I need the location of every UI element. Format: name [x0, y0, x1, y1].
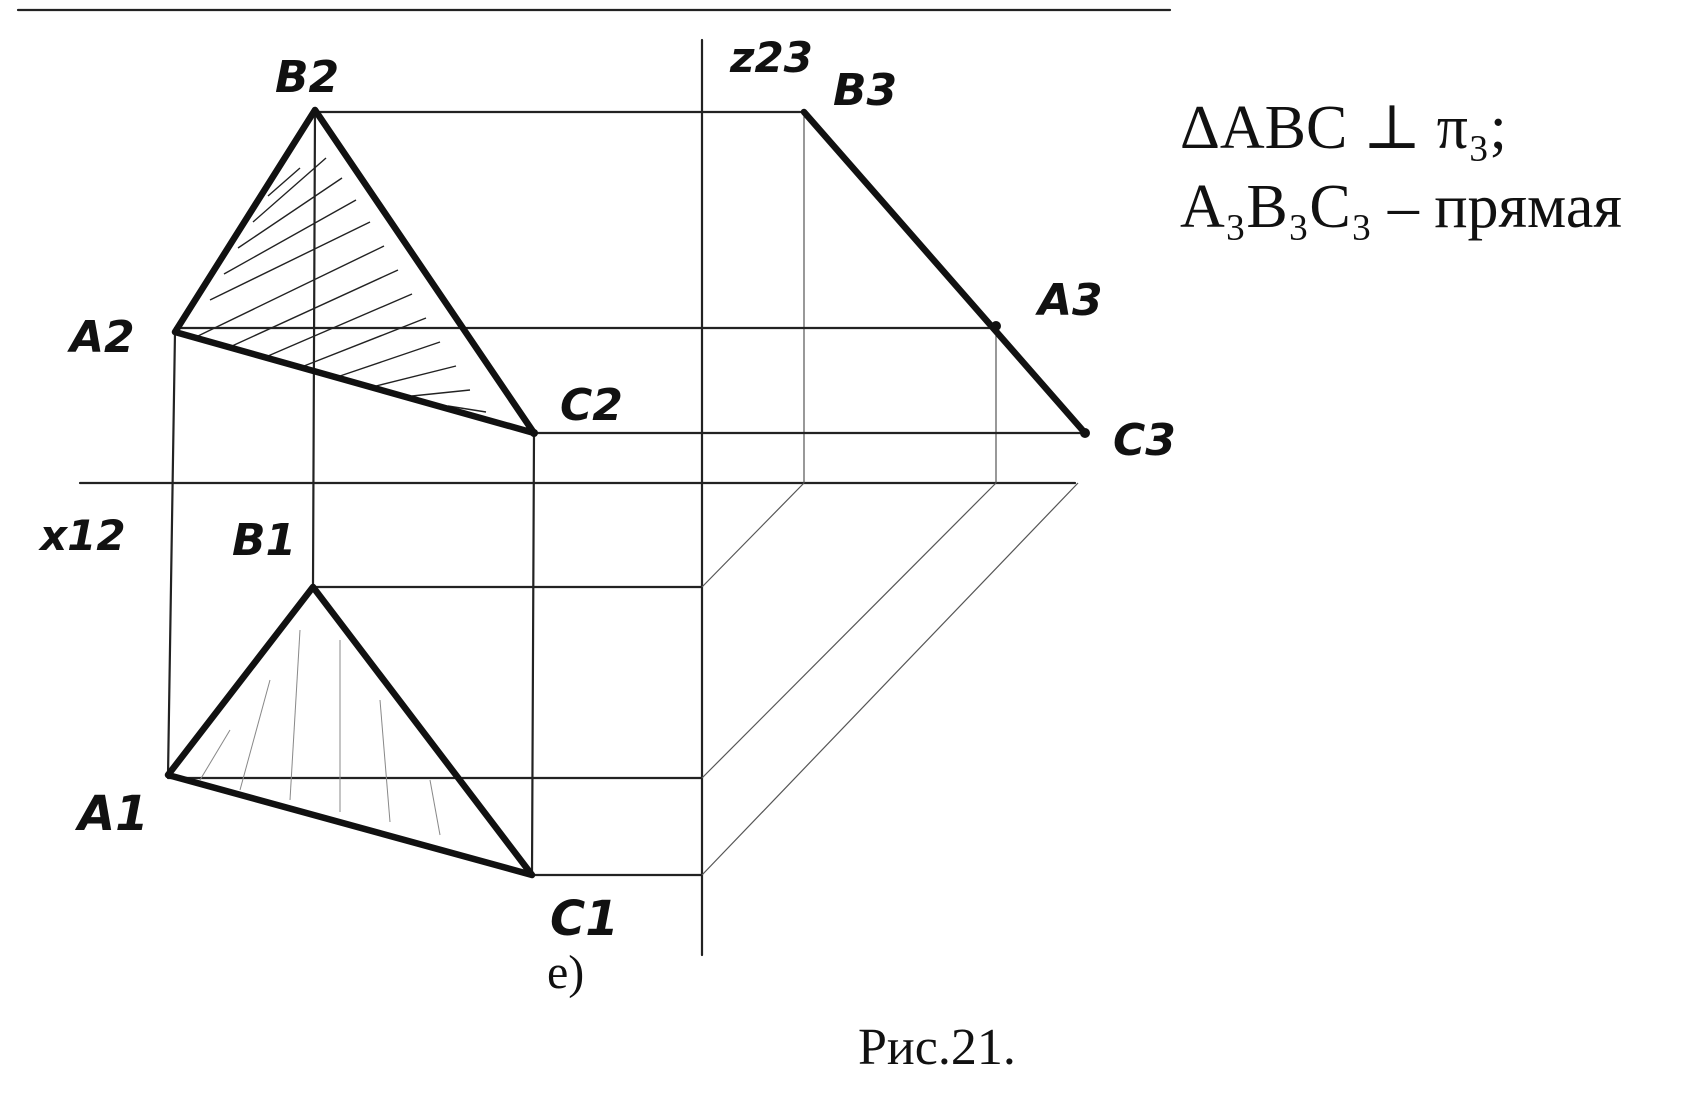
- figure-label: е): [547, 946, 585, 999]
- point-c2: [530, 429, 538, 437]
- front-projection-hatching: [197, 157, 487, 413]
- link-a2-a1: [166, 330, 177, 777]
- label-c2: C2: [560, 380, 623, 431]
- point-a3: [991, 321, 1001, 331]
- figure-caption: Рис.21.: [858, 1019, 1016, 1076]
- triangle-top-projection: [164, 583, 536, 879]
- note-straight-line: A₃B₃C₃ – прямая: [1180, 173, 1622, 241]
- label-z23: z23: [729, 33, 813, 82]
- label-a3: A3: [1035, 275, 1103, 326]
- label-b2: B2: [275, 52, 339, 103]
- link-b2-b1: [311, 108, 317, 587]
- top-projection-shading: [199, 629, 441, 836]
- label-b1: B1: [232, 515, 296, 566]
- profile-projection-line: [800, 108, 1089, 437]
- point-c3: [1080, 428, 1090, 438]
- link-c2-c1: [530, 431, 536, 877]
- note-perpendicular: ΔABC ⊥ π₃;: [1180, 94, 1507, 162]
- label-c1: C1: [550, 891, 619, 947]
- transfer-c: [701, 482, 1079, 876]
- transfer-b: [701, 482, 805, 588]
- label-c3: C3: [1113, 415, 1176, 466]
- label-a1: A1: [74, 786, 149, 842]
- label-a2: A2: [67, 312, 135, 363]
- triangle-front-projection: [171, 106, 538, 437]
- transfer-a: [701, 482, 997, 779]
- label-b3: B3: [833, 65, 897, 116]
- label-x12: x12: [38, 511, 126, 560]
